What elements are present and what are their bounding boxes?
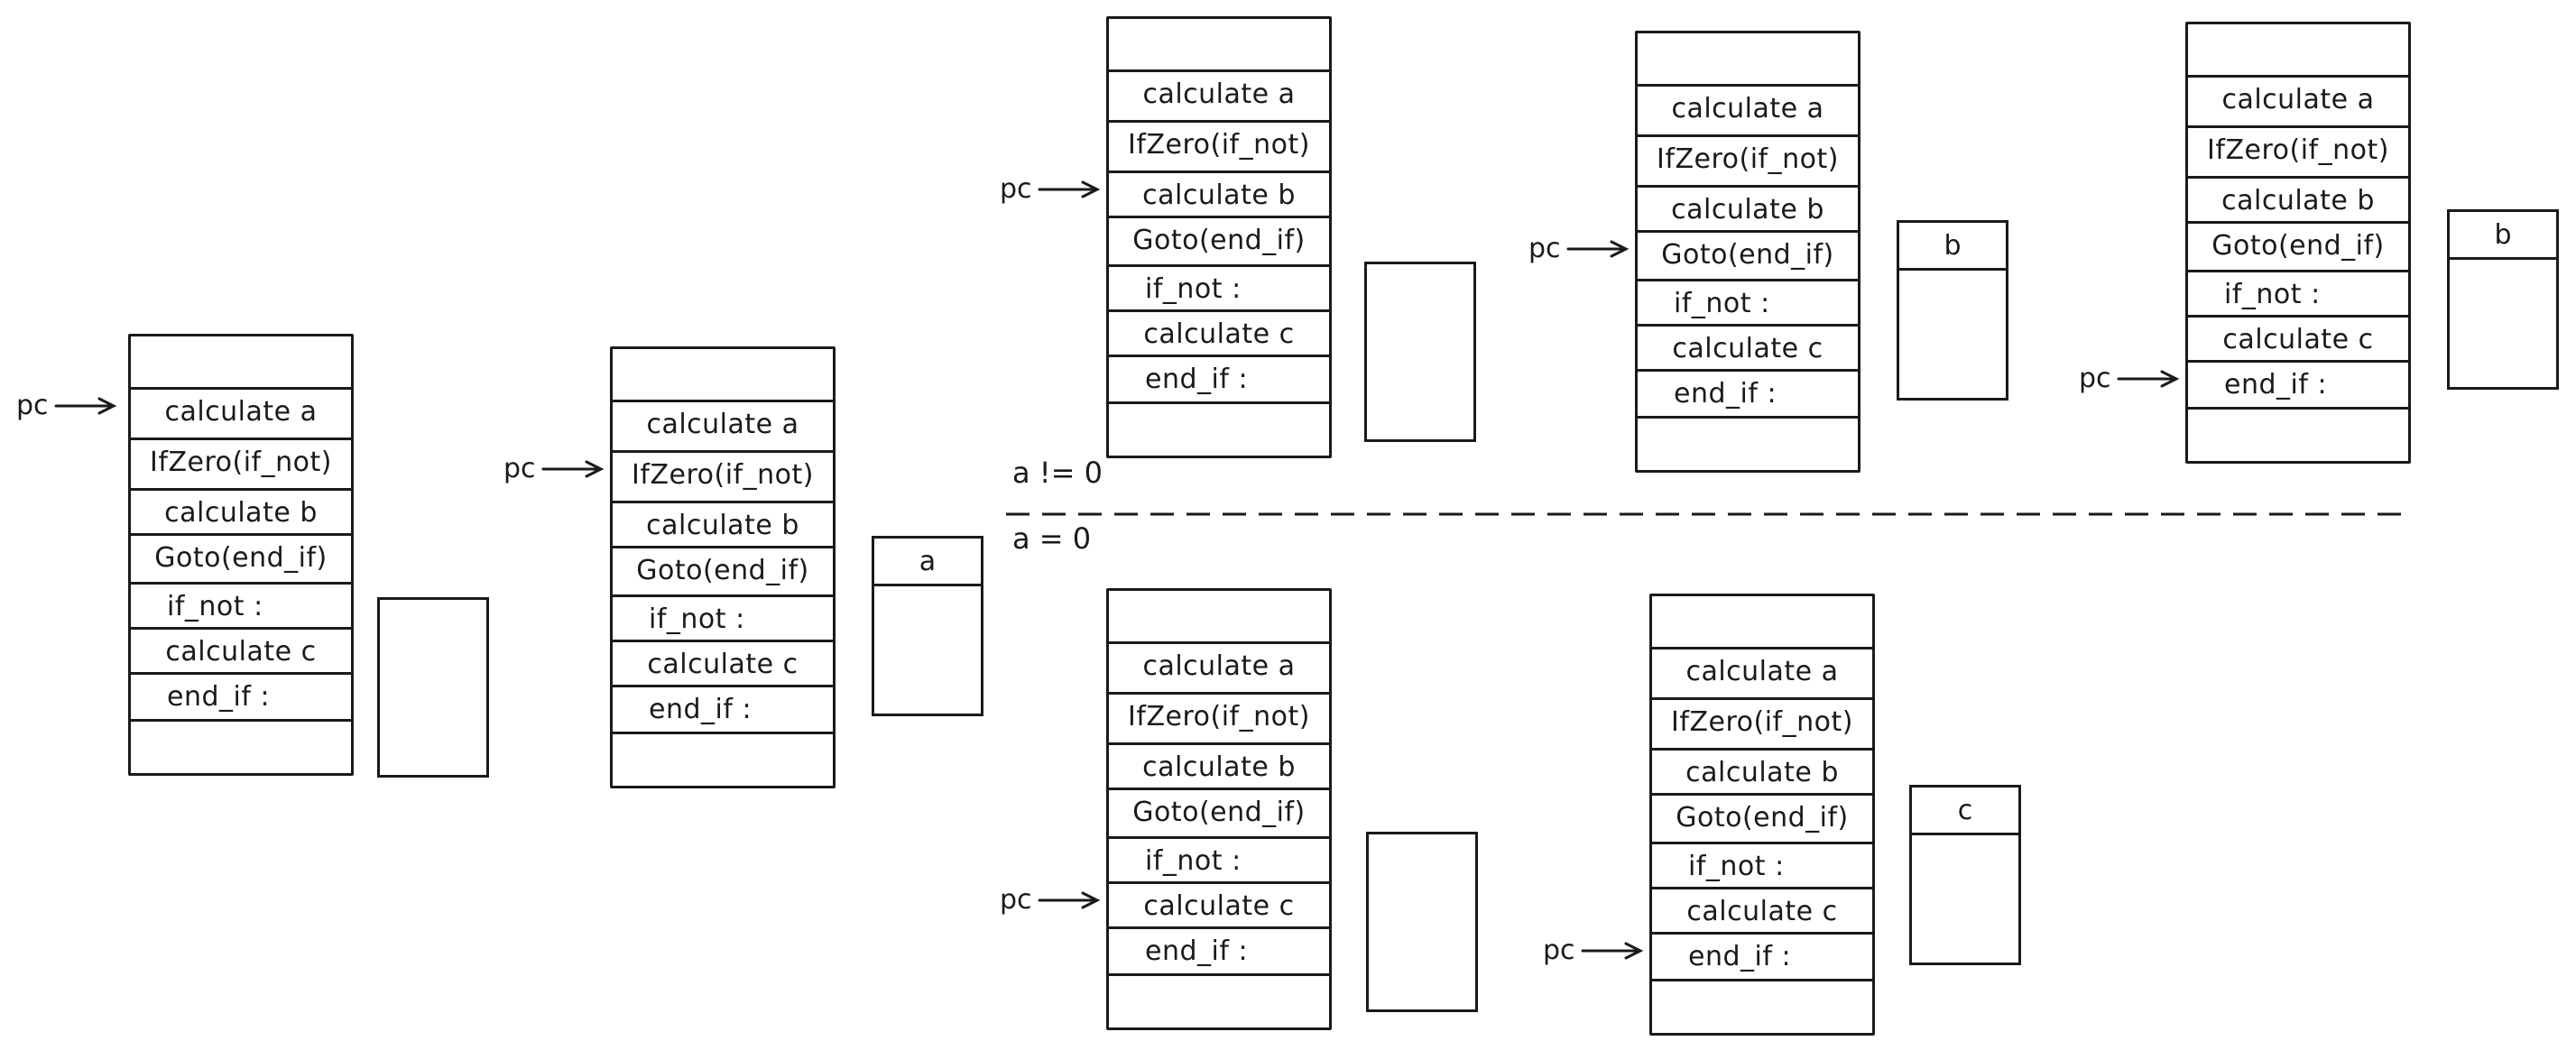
empty-row [613, 732, 833, 786]
empty-row [1109, 973, 1329, 1027]
instruction-row: end_if : [131, 672, 351, 719]
instruction-row: calculate c [131, 627, 351, 674]
instruction-row: calculate a [1109, 641, 1329, 688]
pc-label: pc [1528, 233, 1561, 264]
empty-row [1638, 416, 1858, 470]
stack-cell: b [2447, 209, 2559, 260]
empty-row [1652, 979, 1872, 1033]
pc-label: pc [1543, 935, 1575, 966]
instruction-row: calculate a [131, 387, 351, 434]
program-counter-pointer: pc [1528, 233, 1630, 264]
program-counter-pointer: pc [503, 453, 605, 484]
empty-row [1109, 401, 1329, 456]
instruction-row: if_not : [1652, 842, 1872, 889]
value-stack-4: b [1897, 220, 2008, 401]
stack-cell: a [872, 536, 983, 586]
right-arrow-icon [1038, 180, 1100, 198]
instruction-row: calculate c [1652, 887, 1872, 934]
instruction-row: Goto(end_if) [2188, 221, 2408, 268]
stack-cell: c [1909, 785, 2021, 835]
instruction-row: end_if : [1638, 369, 1858, 416]
instruction-row: if_not : [2188, 270, 2408, 317]
instruction-row: calculate b [1638, 185, 1858, 232]
instruction-row: IfZero(if_not) [131, 438, 351, 484]
instruction-row: calculate c [1638, 324, 1858, 371]
instruction-row: end_if : [2188, 360, 2408, 407]
instruction-row: calculate a [1638, 84, 1858, 131]
program-counter-pointer: pc [2079, 363, 2180, 394]
program-counter-pointer: pc [1000, 173, 1101, 205]
instruction-row: Goto(end_if) [1638, 230, 1858, 277]
instruction-row: Goto(end_if) [131, 533, 351, 580]
instruction-row: calculate c [1109, 881, 1329, 928]
instruction-row: IfZero(if_not) [1652, 697, 1872, 744]
condition-label-zero: a = 0 [1012, 521, 1092, 556]
instruction-row: calculate a [613, 400, 833, 447]
instruction-row: IfZero(if_not) [1109, 692, 1329, 739]
instruction-row: if_not : [1109, 264, 1329, 311]
instruction-row: Goto(end_if) [1652, 793, 1872, 840]
program-counter-pointer: pc [1000, 884, 1101, 916]
instruction-row: IfZero(if_not) [2188, 125, 2408, 172]
stack-cell: b [1897, 220, 2008, 271]
right-arrow-icon [541, 460, 604, 477]
value-stack-3 [1364, 262, 1476, 442]
condition-label-nonzero: a != 0 [1012, 456, 1103, 490]
right-arrow-icon [1566, 240, 1629, 257]
program-counter-pointer: pc [1543, 935, 1644, 966]
instruction-row: IfZero(if_not) [1638, 134, 1858, 181]
instruction-row: calculate b [613, 501, 833, 548]
instruction-row: calculate b [1109, 170, 1329, 217]
instruction-row: calculate b [1652, 748, 1872, 795]
instruction-row: if_not : [613, 594, 833, 641]
pc-label: pc [1000, 884, 1032, 916]
value-stack-5: b [2447, 209, 2559, 390]
instruction-row: Goto(end_if) [1109, 216, 1329, 263]
instruction-row: end_if : [1652, 932, 1872, 979]
program-counter-pointer: pc [16, 390, 117, 421]
instruction-row: end_if : [1109, 926, 1329, 973]
pc-label: pc [503, 453, 536, 484]
right-arrow-icon [1038, 891, 1100, 908]
value-stack-6 [1366, 832, 1478, 1012]
pc-label: pc [16, 390, 49, 421]
instruction-row: calculate b [2188, 176, 2408, 223]
instruction-row: end_if : [1109, 355, 1329, 401]
instruction-row: calculate b [131, 488, 351, 535]
instruction-row: calculate b [1109, 742, 1329, 789]
pc-label: pc [1000, 173, 1032, 205]
pc-label: pc [2079, 363, 2111, 394]
value-stack-7: c [1909, 785, 2021, 965]
right-arrow-icon [2117, 370, 2179, 387]
instruction-row: Goto(end_if) [1109, 788, 1329, 834]
instruction-row: end_if : [613, 685, 833, 732]
instruction-row: if_not : [1109, 836, 1329, 883]
right-arrow-icon [54, 397, 116, 414]
instruction-row: IfZero(if_not) [1109, 120, 1329, 167]
instruction-row: IfZero(if_not) [613, 450, 833, 497]
instruction-row: calculate c [2188, 315, 2408, 362]
empty-row [2188, 407, 2408, 461]
instruction-row: calculate c [1109, 309, 1329, 356]
value-stack-1 [377, 597, 489, 778]
instruction-row: calculate c [613, 640, 833, 686]
empty-row [131, 719, 351, 773]
right-arrow-icon [1581, 942, 1643, 959]
instruction-row: if_not : [131, 582, 351, 629]
instruction-row: if_not : [1638, 279, 1858, 326]
instruction-row: calculate a [1652, 647, 1872, 694]
instruction-row: calculate a [1109, 69, 1329, 116]
branch-divider [1006, 512, 2409, 516]
instruction-row: calculate a [2188, 75, 2408, 122]
value-stack-2: a [872, 536, 983, 716]
instruction-row: Goto(end_if) [613, 546, 833, 593]
